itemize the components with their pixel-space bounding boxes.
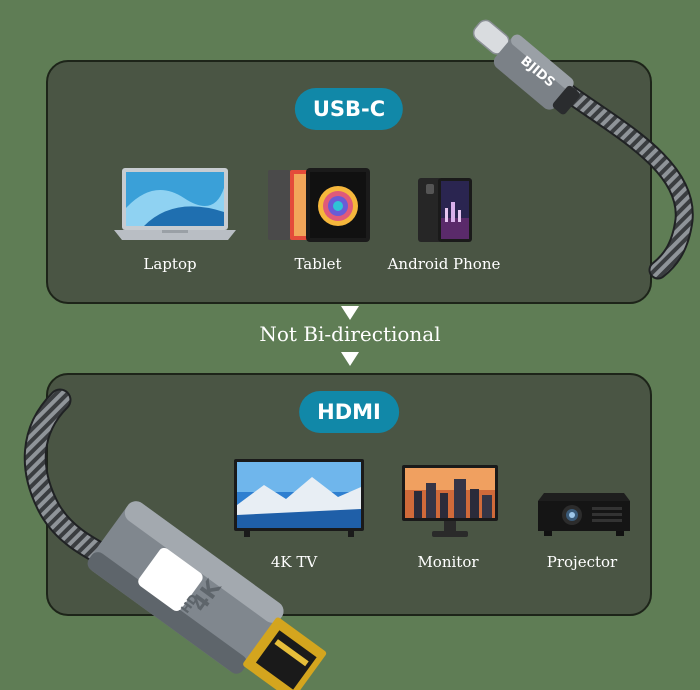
projector-icon <box>538 493 630 536</box>
device-label-projector: Projector <box>546 553 618 571</box>
phone-icon <box>418 178 472 242</box>
laptop-icon <box>114 168 236 240</box>
down-arrow-icon <box>341 306 359 320</box>
tv-icon <box>234 459 364 537</box>
device-label-4k-tv: 4K TV <box>270 553 318 571</box>
usb-c-title-pill: USB-C <box>294 88 404 130</box>
usb-c-source-panel: USB-C Laptop Tablet Android Phone <box>46 60 652 304</box>
monitor-icon <box>402 465 498 537</box>
device-label-laptop: Laptop <box>143 255 197 273</box>
direction-note: Not Bi-directional <box>259 322 441 346</box>
down-arrow-icon <box>341 352 359 366</box>
device-label-tablet: Tablet <box>294 255 342 273</box>
tablet-icon <box>268 168 370 242</box>
device-label-monitor: Monitor <box>417 553 479 571</box>
device-label-android-phone: Android Phone <box>387 255 501 273</box>
hdmi-title-pill: HDMI <box>299 391 399 433</box>
hdmi-output-panel: HDMI 4K TV Monitor Proje <box>46 373 652 616</box>
